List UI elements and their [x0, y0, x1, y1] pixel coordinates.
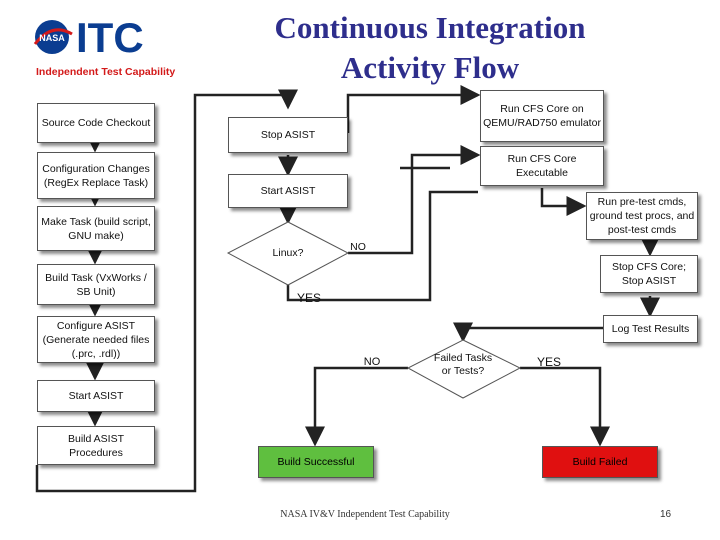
linux-question: Linux? [272, 247, 304, 259]
nasa-itc-logo: NASA ITC Independent Test Capability [32, 12, 182, 82]
step-stop-cfs: Stop CFS Core; Stop ASIST [600, 255, 698, 293]
page-title: Continuous Integration Activity Flow [230, 8, 630, 88]
outcome-build-failed: Build Failed [542, 446, 658, 478]
step-stop-asist: Stop ASIST [228, 117, 348, 153]
footer-text: NASA IV&V Independent Test Capability [280, 509, 450, 520]
page-number: 16 [660, 509, 672, 520]
step-run-tests: Run pre-test cmds, ground test procs, an… [586, 192, 698, 240]
failed-yes-label: YES [536, 355, 561, 369]
step-source-checkout: Source Code Checkout [37, 103, 155, 143]
step-run-qemu: Run CFS Core on QEMU/RAD750 emulator [480, 90, 604, 142]
logo-graphic: NASA ITC Independent Test Capability [33, 14, 175, 78]
title-line-2: Activity Flow [340, 50, 520, 85]
step-start-asist-test: Start ASIST [228, 174, 348, 208]
step-make-task: Make Task (build script, GNU make) [37, 206, 155, 251]
step-configure-asist: Configure ASIST (Generate needed files (… [37, 316, 155, 363]
logo-tagline: Independent Test Capability [36, 66, 175, 78]
step-log-results: Log Test Results [603, 315, 698, 343]
linux-yes-label: YES [296, 291, 321, 305]
failed-no-label: NO [363, 356, 381, 368]
linux-decision-diamond [226, 221, 350, 286]
logo-name: ITC [76, 14, 144, 61]
logo-agency: NASA [39, 33, 65, 43]
step-build-task: Build Task (VxWorks / SB Unit) [37, 264, 155, 305]
title-line-1: Continuous Integration [274, 10, 586, 45]
step-build-asist-procedures: Build ASIST Procedures [37, 426, 155, 465]
step-config-changes: Configuration Changes (RegEx Replace Tas… [37, 152, 155, 199]
step-start-asist: Start ASIST [37, 380, 155, 412]
failed-decision-diamond [406, 339, 522, 399]
outcome-build-successful: Build Successful [258, 446, 374, 478]
step-run-executable: Run CFS Core Executable [480, 146, 604, 186]
linux-no-label: NO [350, 241, 366, 253]
failed-question: Failed Tasks or Tests? [433, 352, 493, 377]
